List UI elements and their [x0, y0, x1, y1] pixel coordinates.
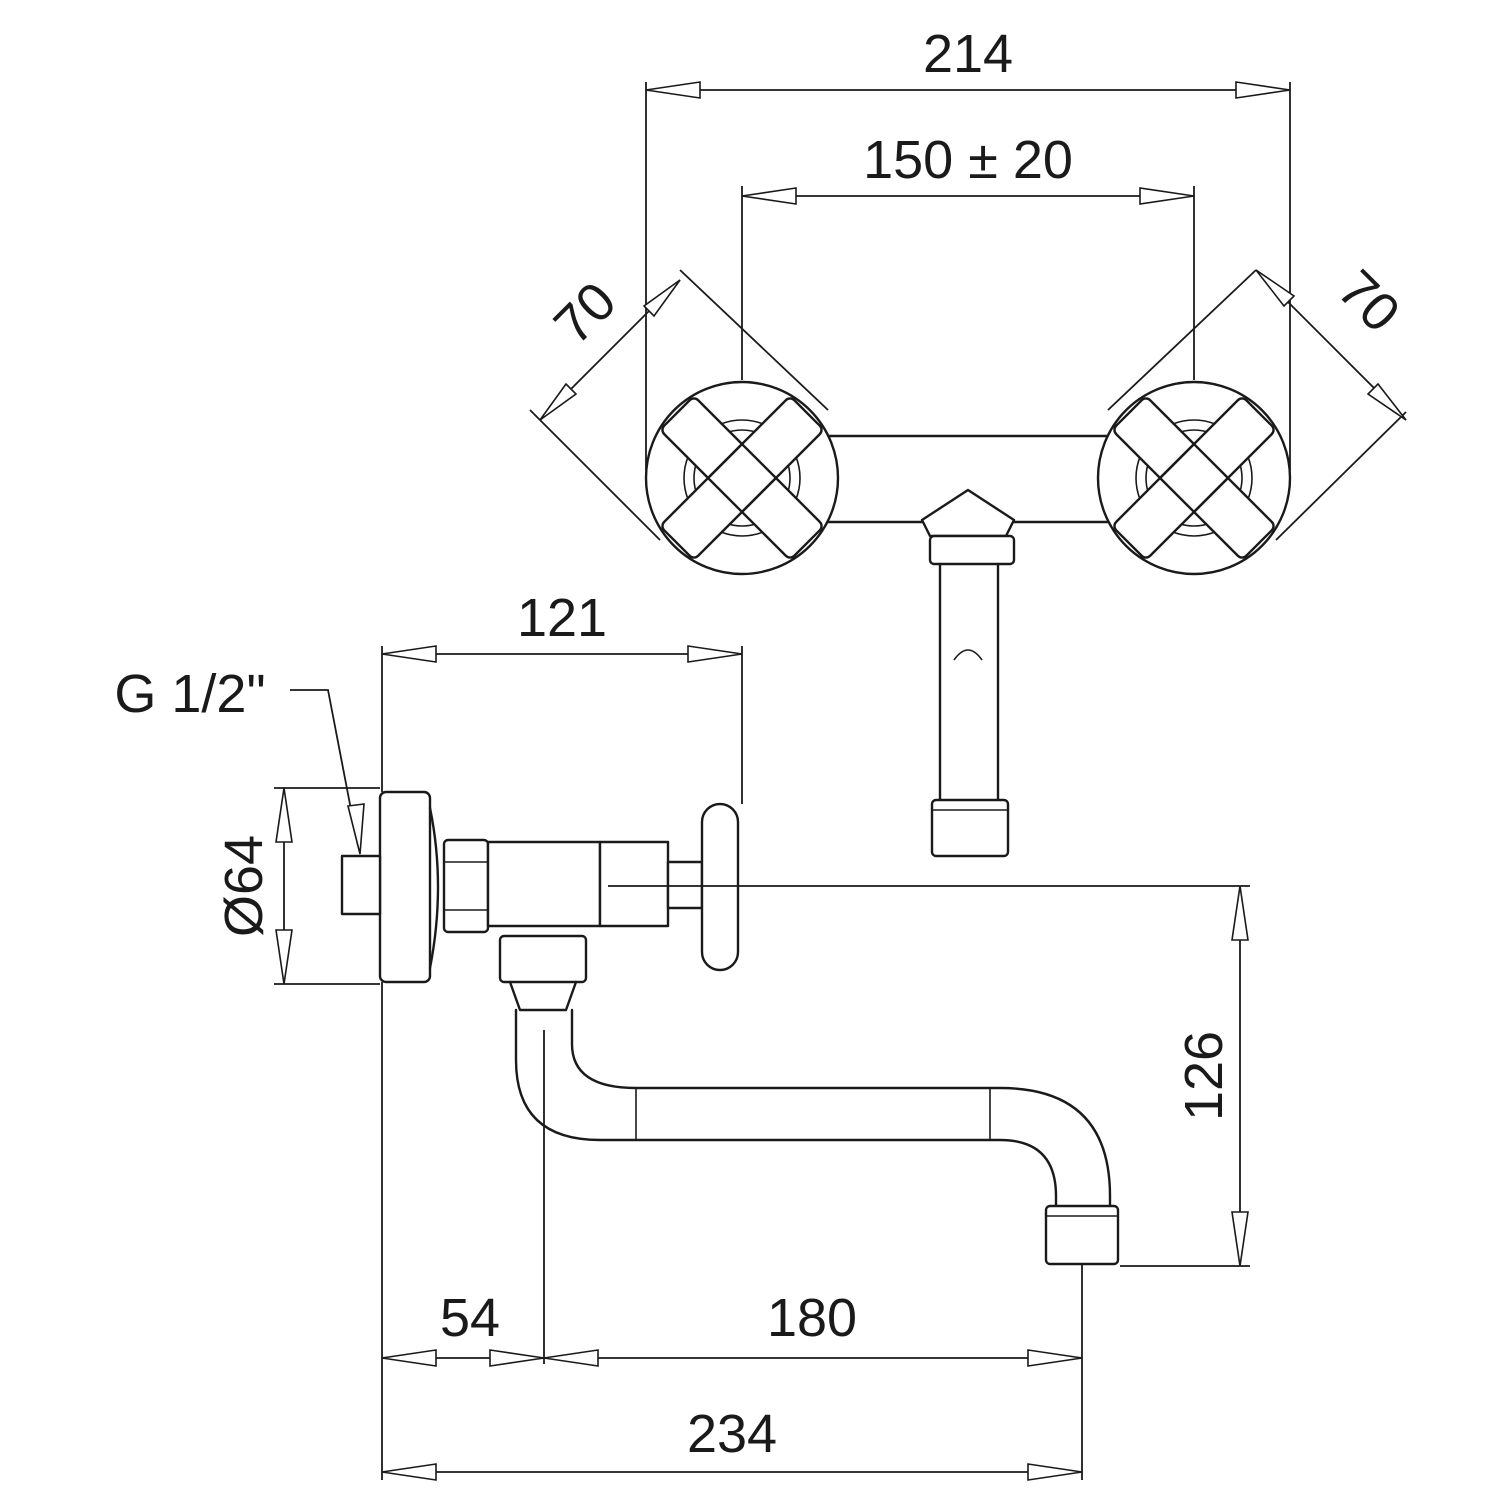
dim-handle-span-right: 70	[1326, 259, 1411, 344]
dim-wall-to-handle: 121	[517, 588, 607, 648]
dimension-lines	[274, 81, 1407, 1481]
dim-overall-width: 214	[923, 24, 1013, 84]
dim-flange-diameter: Ø64	[214, 835, 274, 937]
dimension-labels: 214 150 ± 20 70 70 121 G 1/2" Ø64 126 54…	[114, 24, 1411, 1464]
front-spout	[920, 488, 1016, 858]
spout-pipe-inner	[570, 1008, 1112, 1210]
front-view	[644, 380, 1292, 858]
right-handle	[1096, 380, 1292, 576]
dim-handle-spacing: 150 ± 20	[863, 130, 1073, 190]
thread-connection	[340, 854, 382, 916]
dim-overall-projection: 234	[687, 1404, 777, 1464]
dim-wall-to-spout-axis: 54	[440, 1288, 500, 1348]
spout-pipe-outer	[514, 1008, 1058, 1210]
side-view	[340, 790, 1120, 1266]
left-handle	[644, 380, 840, 576]
dim-thread: G 1/2"	[114, 664, 265, 724]
aerator	[1044, 1204, 1120, 1266]
dim-handle-span-left: 70	[543, 271, 628, 356]
side-handle	[700, 802, 740, 972]
dim-spout-reach: 180	[767, 1288, 857, 1348]
wall-flange	[378, 790, 432, 984]
dim-spout-height: 126	[1174, 1031, 1234, 1121]
